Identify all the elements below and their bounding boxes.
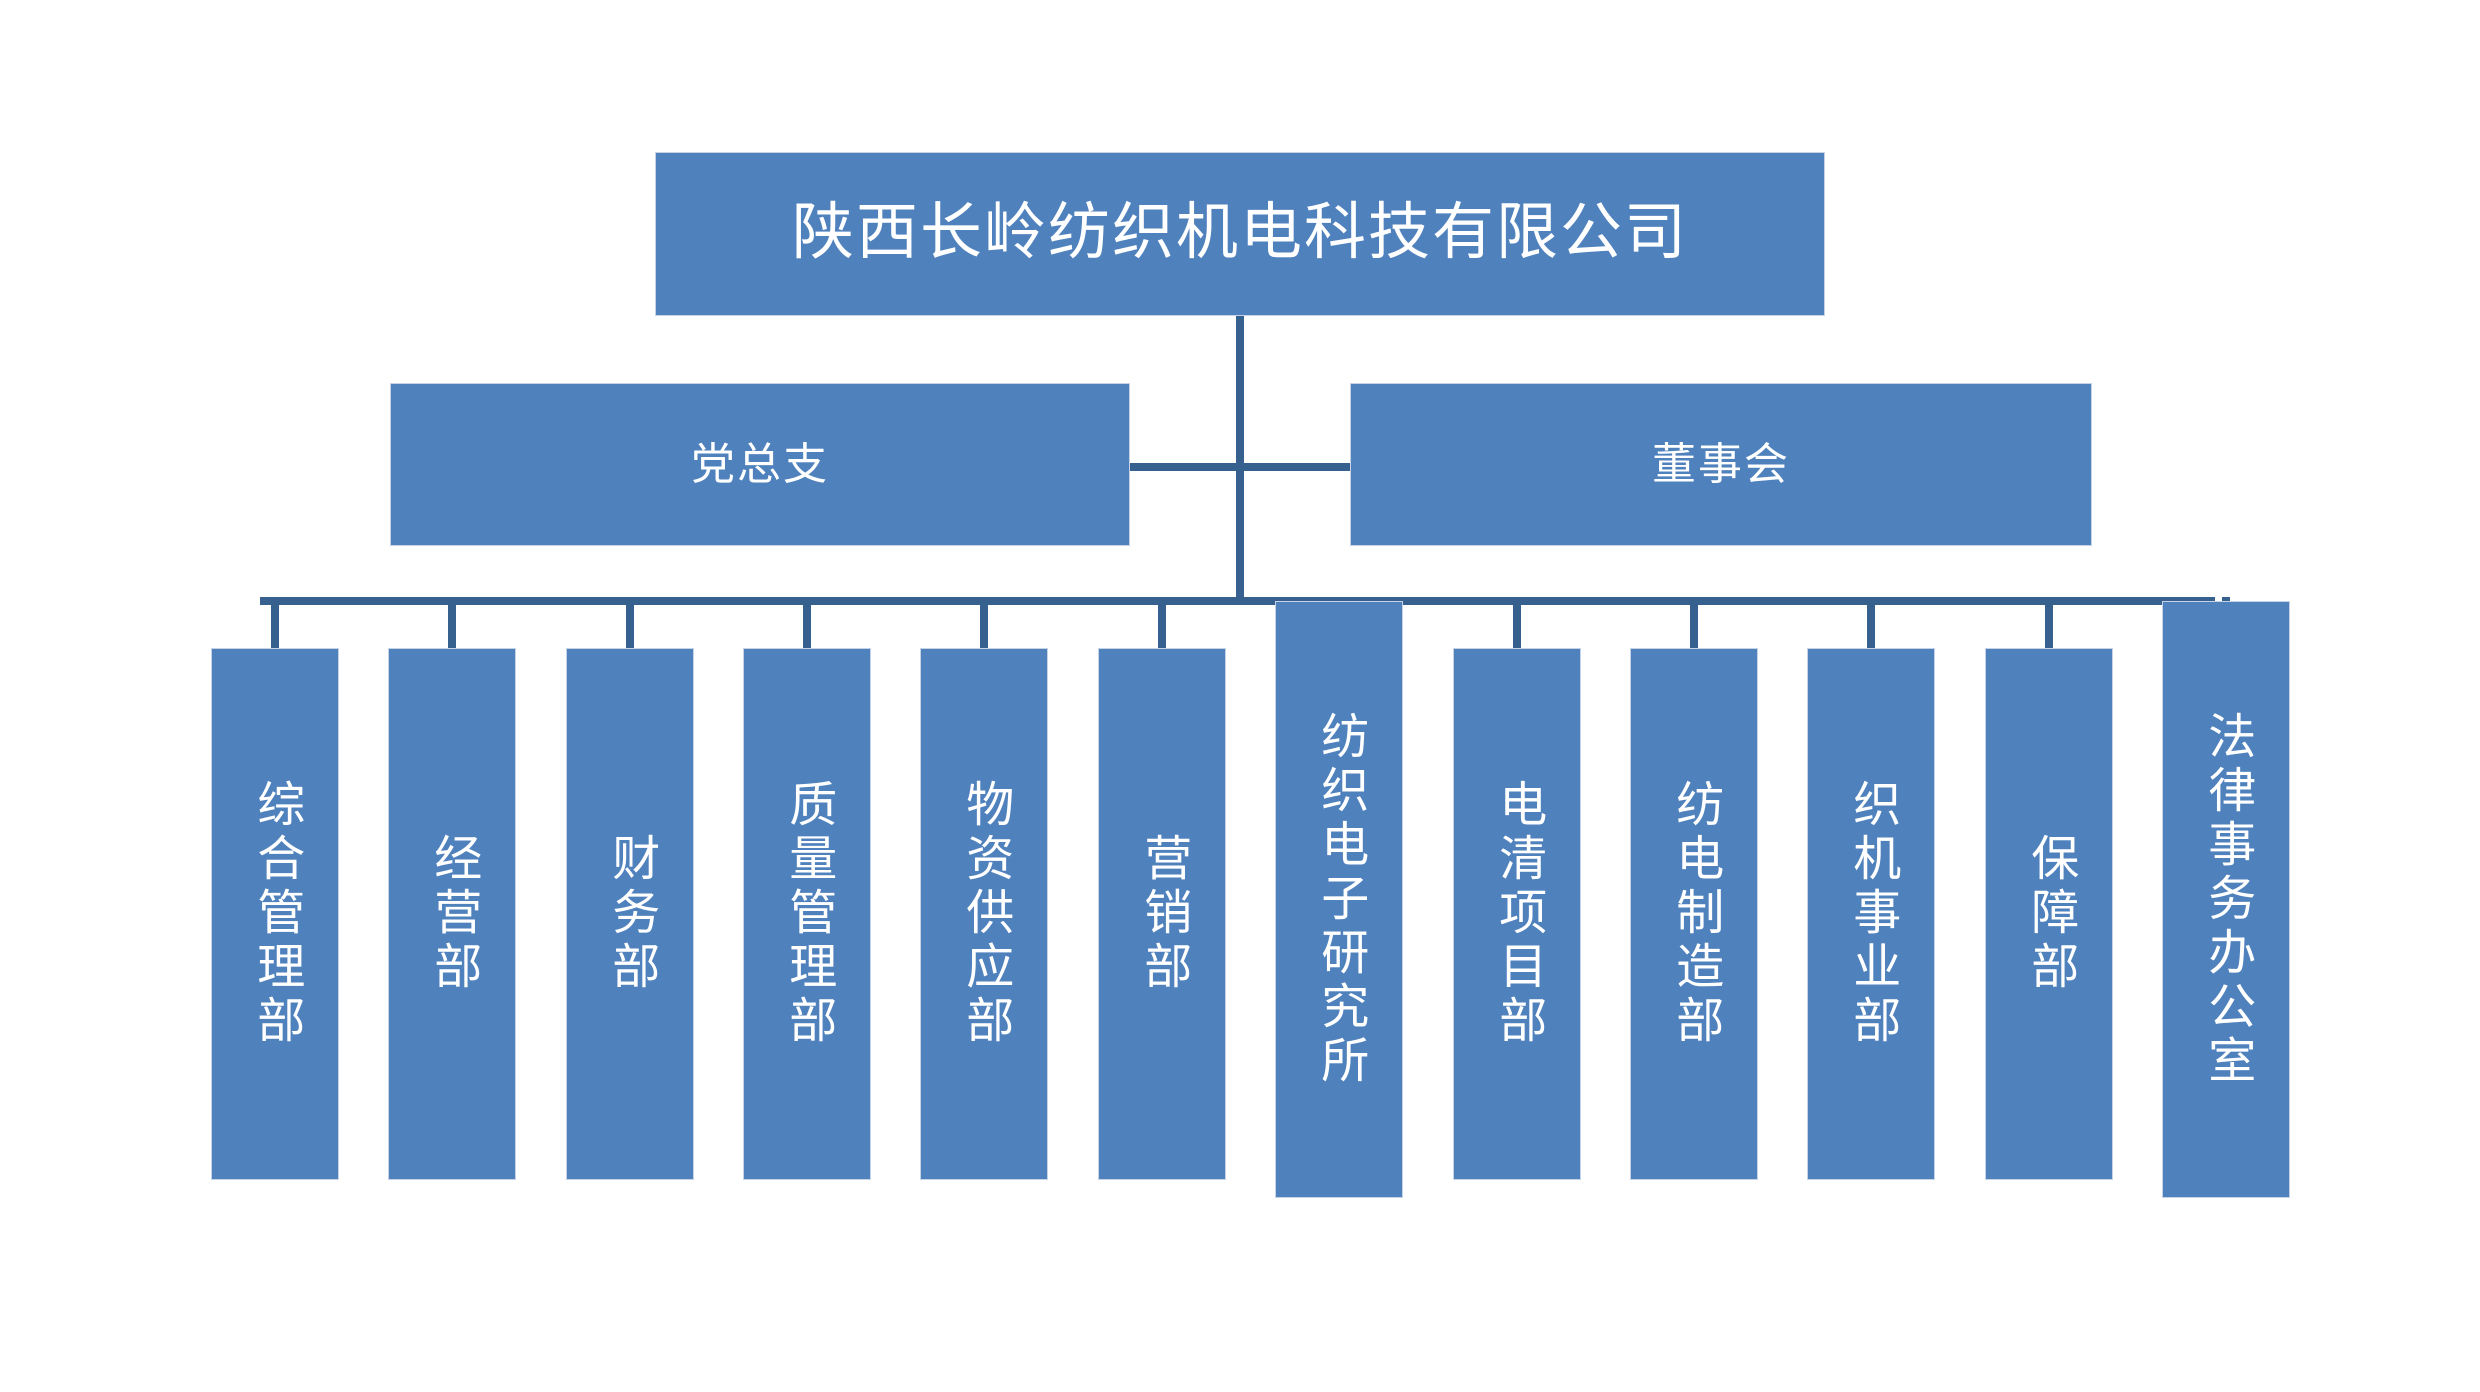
node-party-branch-label: 党总支 <box>691 439 829 489</box>
node-company-root[interactable]: 陕西长岭纺织机电科技有限公司 <box>655 152 1825 316</box>
node-department-7-label: 纺织电子研究所 <box>1313 710 1367 1089</box>
node-department-11[interactable]: 保障部 <box>1985 648 2113 1180</box>
node-department-6-label: 营销部 <box>1136 833 1190 995</box>
connector-drop-7 <box>1335 597 1343 601</box>
connector-drop-2 <box>448 597 456 648</box>
node-department-11-label: 保障部 <box>2023 833 2077 995</box>
node-party-branch[interactable]: 党总支 <box>390 383 1130 546</box>
node-department-3[interactable]: 财务部 <box>566 648 694 1180</box>
connector-drop-11 <box>2045 597 2053 648</box>
node-department-8[interactable]: 电清项目部 <box>1453 648 1581 1180</box>
node-department-2-label: 经营部 <box>426 833 480 995</box>
node-department-3-label: 财务部 <box>604 833 658 995</box>
node-department-6[interactable]: 营销部 <box>1098 648 1226 1180</box>
node-department-5-label: 物资供应部 <box>958 779 1012 1049</box>
node-department-1-label: 综合管理部 <box>249 779 303 1049</box>
connector-level2-crossbar <box>1130 463 1350 471</box>
node-department-5[interactable]: 物资供应部 <box>920 648 1048 1180</box>
node-department-9-label: 纺电制造部 <box>1668 779 1722 1049</box>
node-board-of-directors[interactable]: 董事会 <box>1350 383 2092 546</box>
connector-drop-6 <box>1158 597 1166 648</box>
connector-department-bus <box>260 597 2215 605</box>
node-department-10-label: 织机事业部 <box>1845 779 1899 1049</box>
node-department-4[interactable]: 质量管理部 <box>743 648 871 1180</box>
connector-drop-4 <box>803 597 811 648</box>
node-department-1[interactable]: 综合管理部 <box>211 648 339 1180</box>
connector-drop-12 <box>2222 597 2230 601</box>
node-department-9[interactable]: 纺电制造部 <box>1630 648 1758 1180</box>
node-department-4-label: 质量管理部 <box>781 779 835 1049</box>
node-department-8-label: 电清项目部 <box>1491 779 1545 1049</box>
connector-trunk-vertical <box>1236 316 1244 601</box>
node-department-12[interactable]: 法律事务办公室 <box>2162 601 2290 1198</box>
connector-drop-5 <box>980 597 988 648</box>
connector-drop-10 <box>1867 597 1875 648</box>
node-department-10[interactable]: 织机事业部 <box>1807 648 1935 1180</box>
node-company-root-label: 陕西长岭纺织机电科技有限公司 <box>791 199 1688 268</box>
connector-drop-1 <box>271 597 279 648</box>
connector-drop-3 <box>626 597 634 648</box>
node-department-2[interactable]: 经营部 <box>388 648 516 1180</box>
connector-drop-8 <box>1513 597 1521 648</box>
node-department-12-label: 法律事务办公室 <box>2200 710 2254 1089</box>
node-board-of-directors-label: 董事会 <box>1652 439 1790 489</box>
node-department-7[interactable]: 纺织电子研究所 <box>1275 601 1403 1198</box>
connector-drop-9 <box>1690 597 1698 648</box>
